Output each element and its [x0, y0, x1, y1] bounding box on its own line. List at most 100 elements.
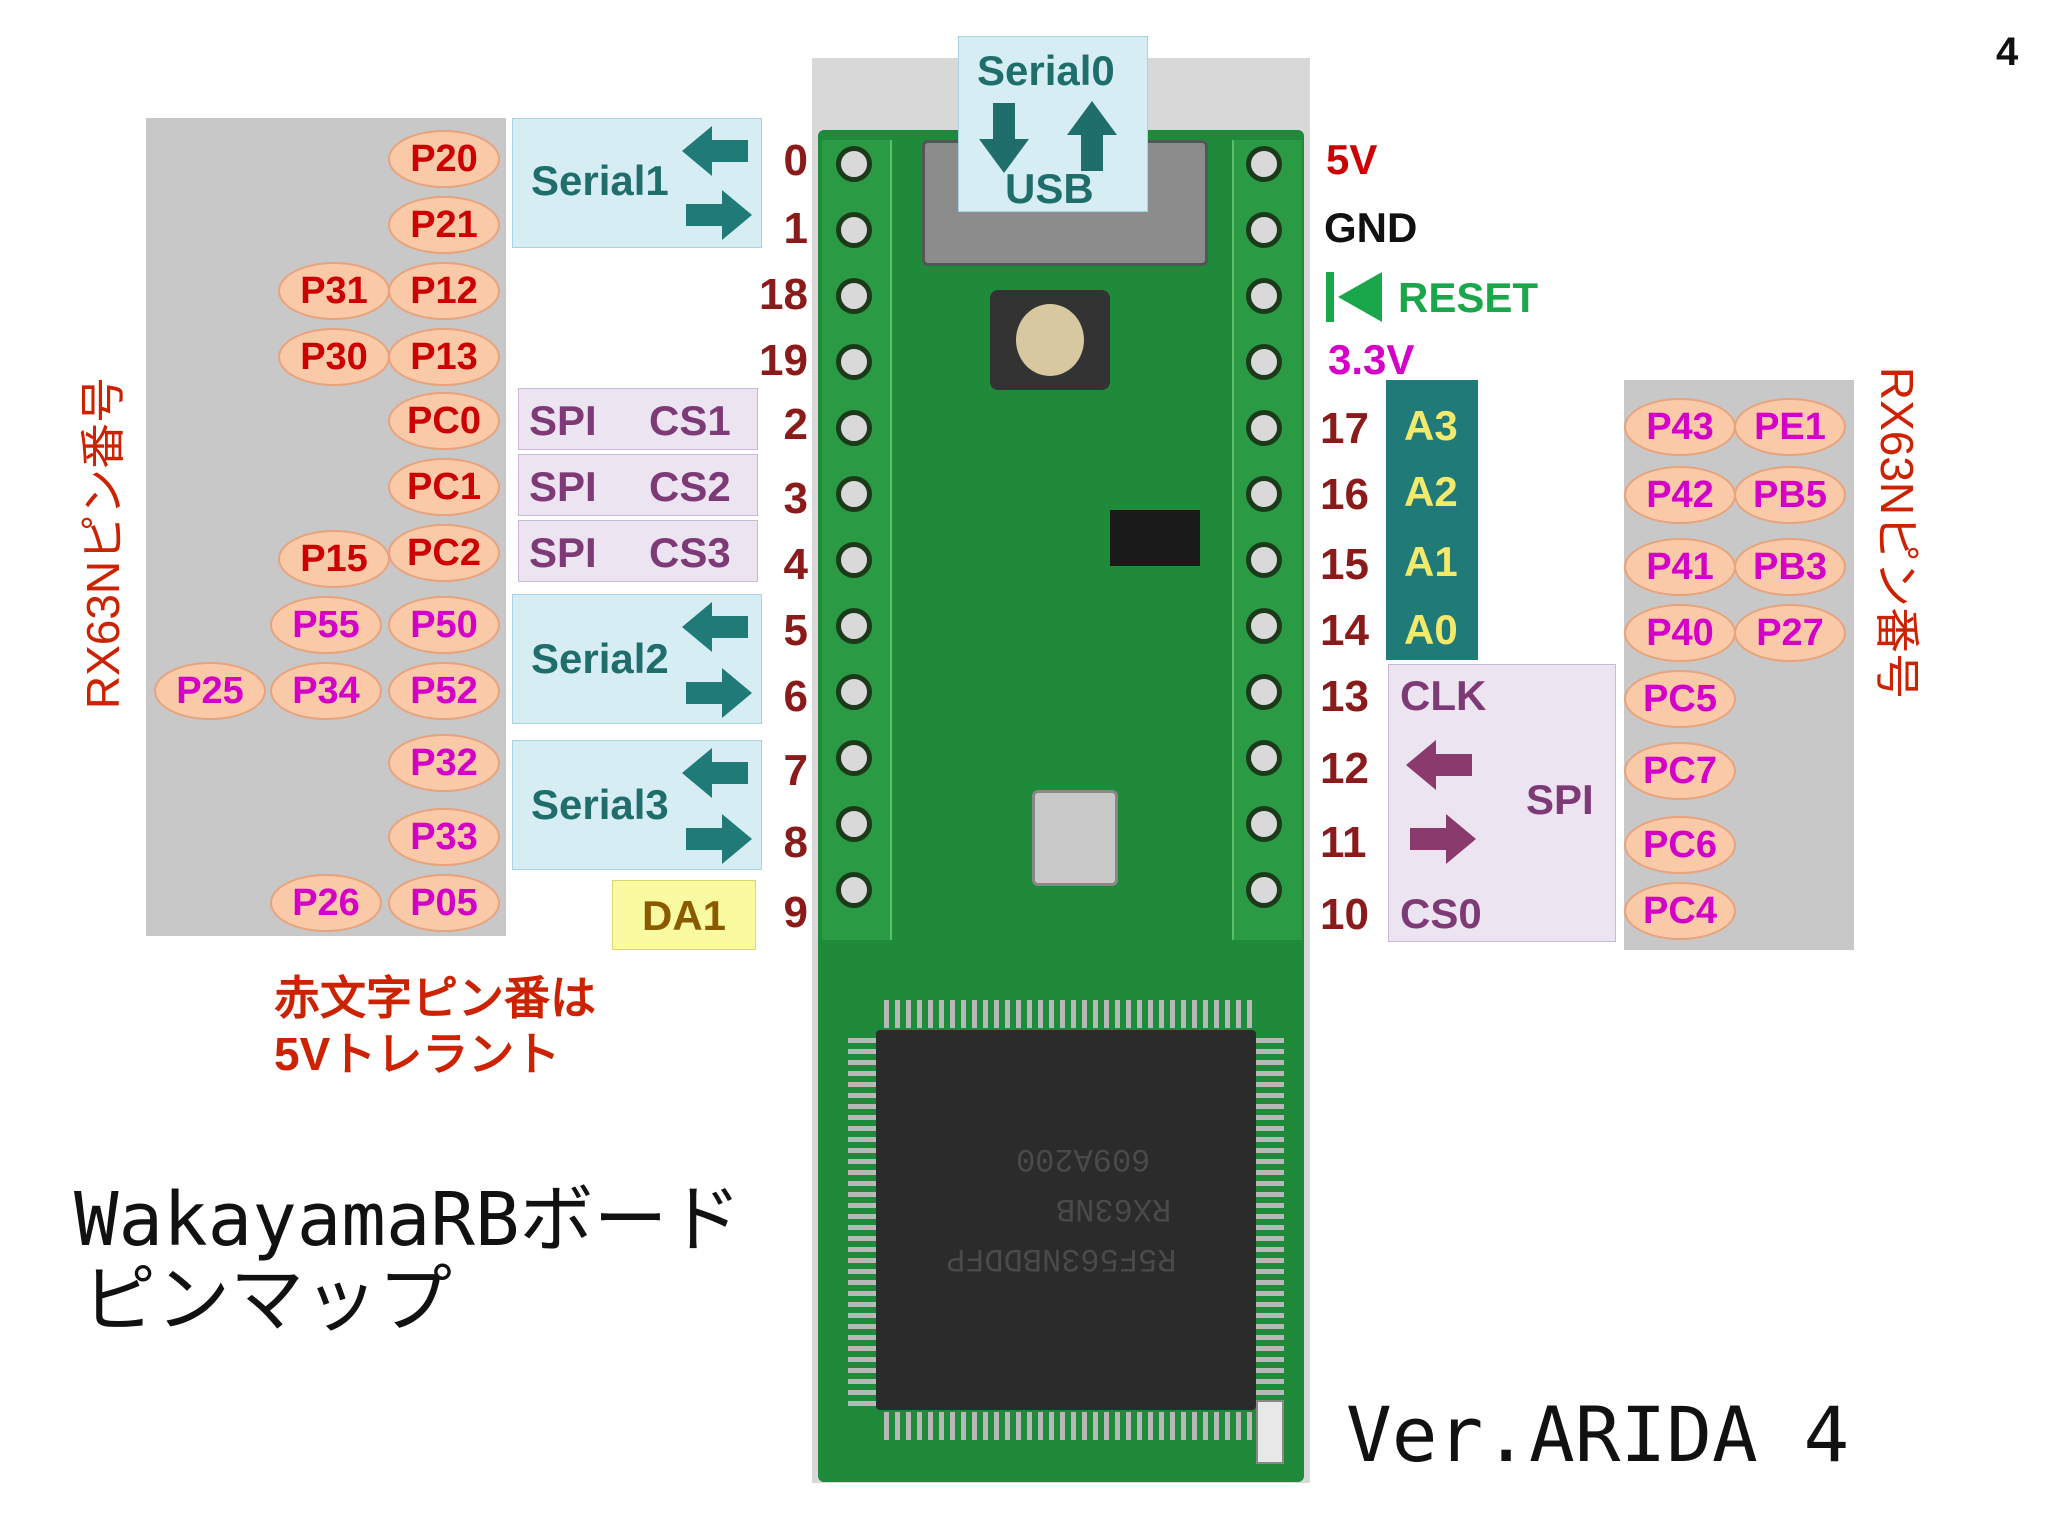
da1-box: DA1	[612, 880, 756, 950]
chip-pin	[994, 1000, 999, 1028]
chip-pin	[848, 1038, 876, 1043]
rx-pin: P31	[278, 262, 390, 320]
arrow-left-icon	[682, 126, 748, 176]
chip-pin	[1181, 1000, 1186, 1028]
chip-marking-line3: 609A200	[1016, 1140, 1151, 1177]
chip-pin	[1137, 1000, 1142, 1028]
chip-pin	[1256, 1115, 1284, 1120]
chip-pin	[1256, 1390, 1284, 1395]
serial0-label: Serial0	[977, 47, 1115, 94]
chip-pin	[1214, 1000, 1219, 1028]
chip-pin	[1104, 1000, 1109, 1028]
chip-pin	[848, 1357, 876, 1362]
chip-pin	[848, 1082, 876, 1087]
chip-pin	[1256, 1203, 1284, 1208]
rx-pin: P55	[270, 596, 382, 654]
chip-pin	[1137, 1412, 1142, 1440]
pin-gnd-label: GND	[1324, 204, 1418, 251]
tolerant-note-line1: 赤文字ピン番は	[274, 972, 596, 1024]
header-hole	[1246, 608, 1282, 644]
chip-pin	[1148, 1000, 1153, 1028]
rx-pin: P12	[388, 262, 500, 320]
analog-a2: A2	[1404, 468, 1458, 515]
rx63n-pin-label-left: RX63Nピン番号	[77, 376, 129, 710]
analog-block	[1386, 380, 1478, 660]
chip-pin	[848, 1269, 876, 1274]
chip-pin	[848, 1346, 876, 1351]
chip-pin	[848, 1181, 876, 1186]
rx-pin: PC7	[1624, 742, 1736, 800]
header-hole	[1246, 344, 1282, 380]
chip-pin	[1256, 1038, 1284, 1043]
chip-pin	[1126, 1000, 1131, 1028]
rx-pin: P30	[278, 328, 390, 386]
led	[1256, 1400, 1284, 1464]
ic-u3	[1110, 510, 1200, 566]
chip-pin	[848, 1313, 876, 1318]
chip-pin	[1256, 1049, 1284, 1054]
pin-number: 15	[1320, 540, 1369, 589]
mosi-arrow-right-icon	[1410, 814, 1476, 864]
chip-pin	[1256, 1368, 1284, 1373]
chip-pin	[848, 1148, 876, 1153]
rx-pin: PC6	[1624, 816, 1736, 874]
chip-pin	[1049, 1000, 1054, 1028]
chip-pin	[1256, 1258, 1284, 1263]
header-hole	[836, 674, 872, 710]
rx-pin: P32	[388, 734, 500, 792]
chip-pin	[1256, 1181, 1284, 1186]
spi-right-box	[1388, 664, 1616, 942]
pin-number: 9	[783, 888, 808, 937]
pin-number: 7	[783, 746, 808, 795]
pin-number: 18	[759, 270, 808, 319]
chip-pin	[961, 1412, 966, 1440]
header-hole	[836, 212, 872, 248]
pin-number: 3	[783, 474, 808, 523]
analog-a1: A1	[1404, 538, 1458, 585]
chip-pin	[983, 1000, 988, 1028]
chip-pin	[906, 1000, 911, 1028]
chip-pin	[1082, 1412, 1087, 1440]
chip-pin	[848, 1324, 876, 1329]
header-hole	[1246, 872, 1282, 908]
chip-pin	[1159, 1000, 1164, 1028]
header-hole	[1246, 476, 1282, 512]
header-hole	[836, 806, 872, 842]
chip-pin	[848, 1071, 876, 1076]
pin-number: 0	[783, 136, 808, 185]
chip-pin	[1256, 1313, 1284, 1318]
chip-pin	[884, 1000, 889, 1028]
tolerant-note-line2: 5Vトレラント	[274, 1028, 561, 1080]
arrow-down-icon	[979, 103, 1029, 173]
chip-pin	[848, 1049, 876, 1054]
chip-pin	[1256, 1302, 1284, 1307]
chip-pin	[848, 1214, 876, 1219]
rx-pin: P21	[388, 196, 500, 254]
chip-pin	[848, 1115, 876, 1120]
chip-pin	[848, 1159, 876, 1164]
header-hole	[1246, 278, 1282, 314]
pin-number: 5	[783, 606, 808, 655]
chip-pin	[1256, 1225, 1284, 1230]
pin-number: 19	[759, 336, 808, 385]
analog-a3: A3	[1404, 402, 1458, 449]
spi-clk-label: CLK	[1400, 672, 1487, 719]
chip-pin	[917, 1000, 922, 1028]
chip-pin	[1038, 1412, 1043, 1440]
chip-pin	[1247, 1000, 1252, 1028]
reset-button-cap	[1016, 304, 1084, 376]
chip-pin	[928, 1412, 933, 1440]
chip-pin	[950, 1412, 955, 1440]
chip-pin	[848, 1280, 876, 1285]
rx-pin: P43	[1624, 398, 1736, 456]
rx-pin: P50	[388, 596, 500, 654]
chip-pin	[1115, 1412, 1120, 1440]
chip-pin	[1203, 1000, 1208, 1028]
chip-pin	[848, 1060, 876, 1065]
chip-pin	[1256, 1335, 1284, 1340]
header-hole	[836, 344, 872, 380]
chip-pin	[848, 1104, 876, 1109]
chip-pin	[884, 1412, 889, 1440]
chip-pin	[1256, 1346, 1284, 1351]
chip-pin	[1256, 1137, 1284, 1142]
